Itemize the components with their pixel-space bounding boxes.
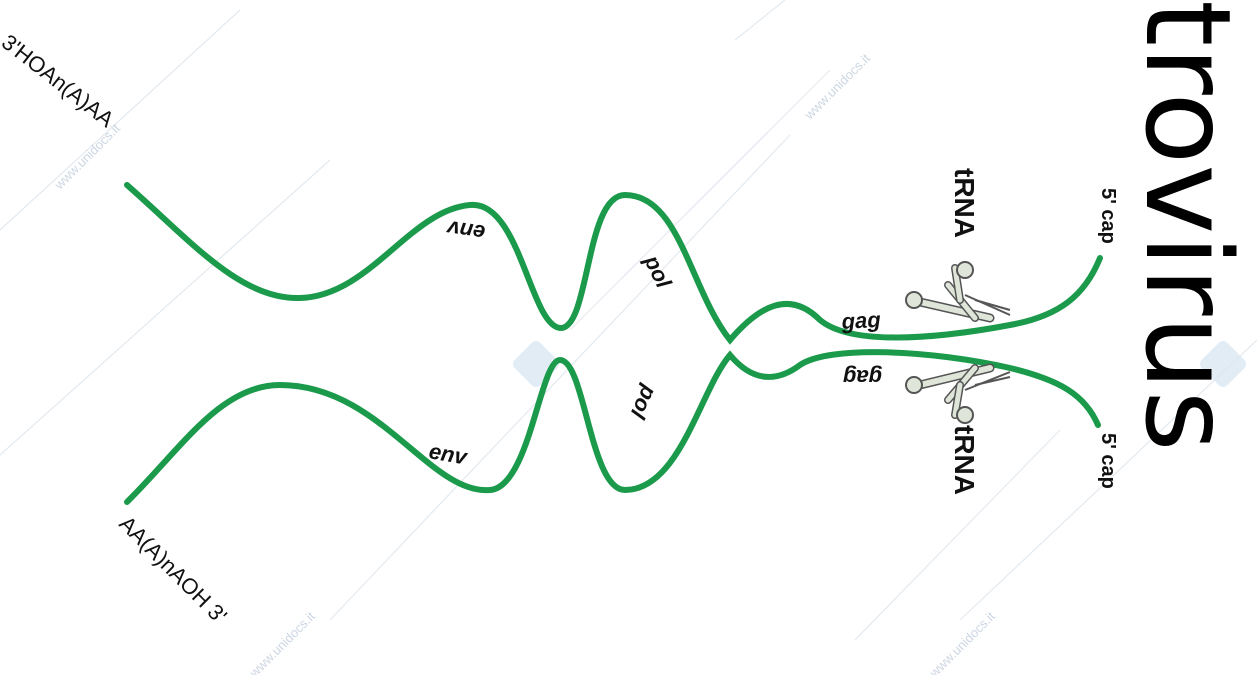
- bottom-5prime-cap-label: 5' cap: [1097, 433, 1119, 489]
- trna-molecule-bottom: [905, 363, 1011, 424]
- top-gag-gene-label: gag: [840, 307, 882, 334]
- watermark-line: [569, 69, 831, 331]
- trna-molecule-top: [905, 261, 1011, 323]
- watermark-line: [0, 9, 241, 231]
- watermark-text: www.unidocs.it: [801, 50, 873, 122]
- diagram-title: trovirus: [1119, 0, 1257, 452]
- watermark-line: [329, 134, 791, 621]
- bottom-gag-gene-label: gag: [842, 365, 883, 390]
- bottom-trna-label: tRNA: [949, 425, 980, 495]
- bottom-3prime-end-label: AA(A)nAOH 3': [114, 511, 231, 628]
- rna-strand-bottom: [124, 349, 1101, 505]
- rna-strand-top: [124, 182, 1103, 345]
- watermark-text: www.unidocs.it: [51, 120, 123, 192]
- top-trna-label: tRNA: [949, 168, 980, 238]
- rna-strands: [124, 182, 1103, 505]
- top-pol-gene-label: pol: [639, 250, 677, 292]
- watermark-lines: [0, 0, 1257, 641]
- watermark-line: [734, 0, 786, 41]
- watermark-text: www.unidocs.it: [246, 608, 318, 675]
- watermark-line: [854, 429, 1061, 641]
- bottom-pol-gene-label: pol: [625, 381, 662, 423]
- watermark-line: [0, 159, 331, 456]
- top-5prime-cap-label: 5' cap: [1097, 188, 1119, 244]
- watermark-line: [959, 339, 1257, 621]
- top-env-gene-label: env: [444, 216, 487, 246]
- top-3prime-end-label: 3'HOAn(A)AA: [0, 29, 119, 132]
